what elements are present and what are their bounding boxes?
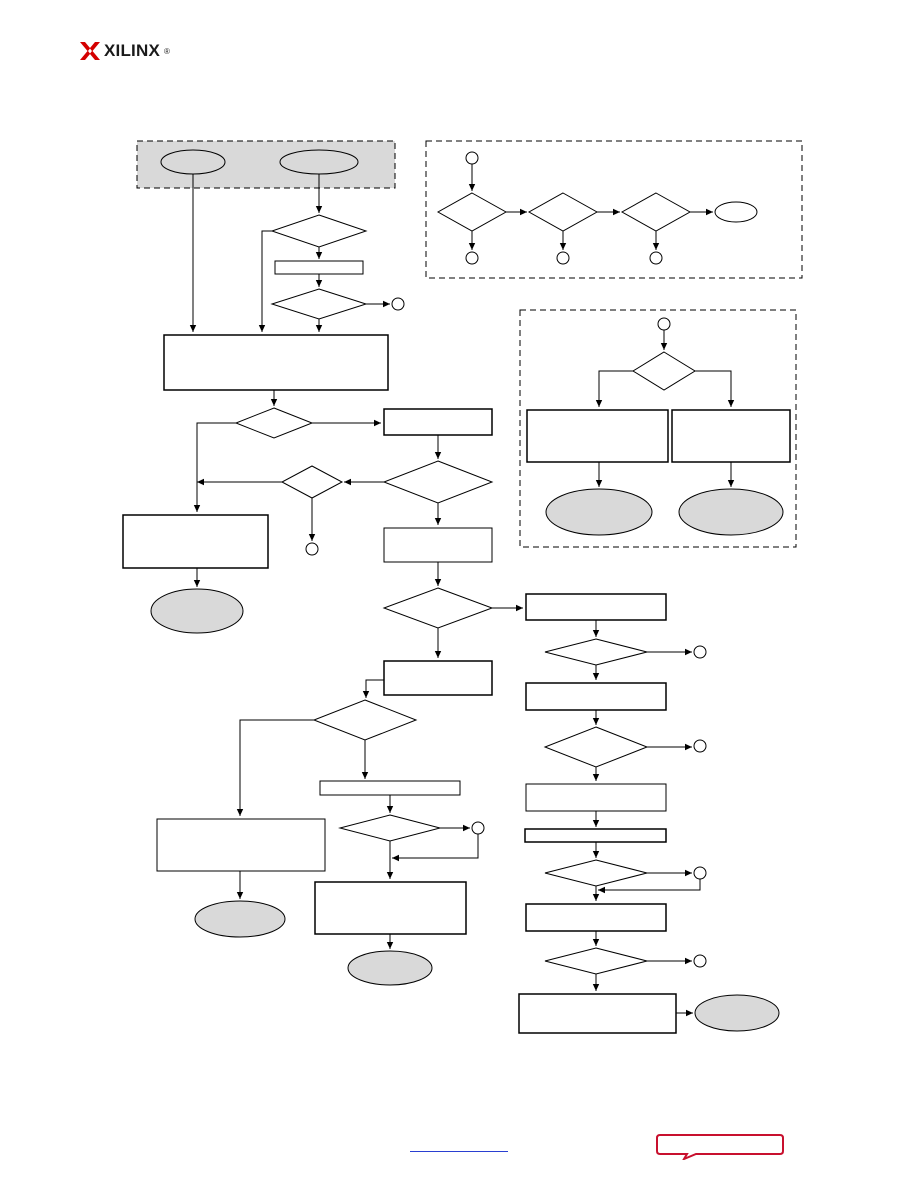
connector-r3 [693,866,707,880]
end-terminal-left [150,588,244,634]
connector-sub-top [657,317,671,331]
decision-3 [234,407,314,439]
sub-decision [632,351,696,391]
process-box-right-2 [383,527,493,563]
process-box-r4 [525,903,667,932]
process-box-sub-2 [671,409,791,463]
process-box-left [122,514,269,569]
process-box-r2 [525,682,667,711]
end-terminal-bottom-mid [347,950,433,986]
legend-region [425,140,803,279]
decision-1 [270,214,368,248]
connector-legend-1 [465,251,479,265]
process-box-r3 [525,783,667,812]
legend-decision-3 [620,192,692,232]
decision-r4 [544,947,648,975]
connector-m2 [471,821,485,835]
process-box-right-1 [383,408,493,436]
connector-r4 [693,954,707,968]
legend-end-terminal [714,201,758,223]
end-terminal-sub-1 [545,488,653,536]
process-box-final [518,993,677,1034]
process-box-bottom-mid [314,881,467,935]
decision-right-2 [382,587,494,629]
decision-r1 [544,638,648,666]
decision-r3 [544,859,648,887]
decision-2 [270,288,368,320]
xilinx-x-logo-icon [80,42,100,60]
connector-legend-3 [649,251,663,265]
registered-mark: ® [164,46,170,56]
speech-bubble-icon [656,1134,784,1162]
decision-r2 [543,726,649,768]
process-box-main [163,334,389,391]
connector-r1 [693,645,707,659]
decision-4 [280,465,344,499]
connector-d4 [305,542,319,556]
connector-legend-top [465,151,479,165]
legend-decision-1 [436,192,508,232]
step-thin-box-2 [319,780,461,796]
end-terminal-bottom-left [194,900,286,938]
step-thin-box-3 [524,828,667,843]
sub-flow-region [519,309,797,548]
process-box-m1 [383,660,493,696]
connector-legend-2 [556,251,570,265]
end-terminal-sub-2 [678,488,784,536]
legend-decision-2 [527,192,599,232]
brand-logo: XILINX ® [80,40,170,62]
start-terminal-a [160,149,226,175]
feedback-button[interactable] [656,1134,784,1162]
end-terminal-bottom-right [694,994,780,1032]
process-box-sub-1 [526,409,669,463]
footer-hyperlink[interactable] [410,1140,508,1152]
process-box-bottom-left [156,818,326,872]
connector-d2 [391,297,405,311]
decision-m2 [338,814,442,842]
connector-r2 [693,739,707,753]
process-box-r1 [525,593,667,621]
decision-right-1 [382,460,494,504]
brand-wordmark: XILINX [104,41,160,60]
decision-m1 [312,699,418,741]
step-thin-box-1 [274,260,364,275]
start-terminal-b [279,149,359,175]
